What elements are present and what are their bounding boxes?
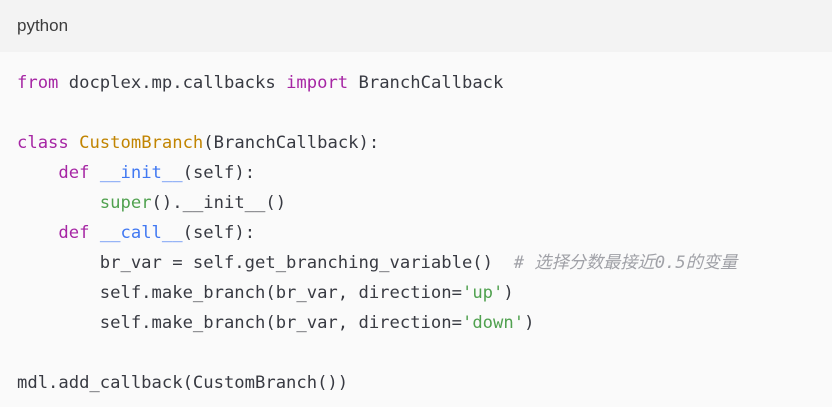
code-token: docplex.mp.callbacks [58,73,287,93]
code-token: __init__ [99,163,183,183]
code-token: 'down' [461,313,525,333]
code-token: BranchCallback [348,73,504,93]
code-token: # 选择分数最接近0.5的变量 [513,253,738,273]
code-token: br_var = self.get_branching_variable() [17,253,514,273]
code-token [89,223,99,243]
code-token: (BranchCallback): [203,133,380,153]
code-line: super().__init__() [17,188,832,218]
code-token [17,163,58,183]
code-token: 'up' [461,283,504,303]
code-token: __call__ [99,223,183,243]
code-token [69,133,79,153]
code-line: def __init__(self): [17,158,832,188]
code-token: ) [503,283,514,303]
code-token: super [99,193,152,213]
code-token: self.make_branch(br_var, direction= [17,313,462,333]
code-line: br_var = self.get_branching_variable() #… [17,248,832,278]
code-token [17,193,100,213]
code-token: ().__init__() [151,193,287,213]
code-token: class [17,133,69,153]
code-line: class CustomBranch(BranchCallback): [17,128,832,158]
code-token: (self): [182,163,256,183]
code-line: mdl.add_callback(CustomBranch()) [17,368,832,398]
code-token: def [58,223,90,243]
code-token [17,223,58,243]
code-token: ) [524,313,535,333]
code-token: (self): [182,223,256,243]
code-line [17,338,832,368]
code-token: self.make_branch(br_var, direction= [17,283,462,303]
code-line: from docplex.mp.callbacks import BranchC… [17,68,832,98]
code-body[interactable]: from docplex.mp.callbacks import BranchC… [0,52,832,398]
code-line: self.make_branch(br_var, direction='up') [17,278,832,308]
code-line: def __call__(self): [17,218,832,248]
code-token: CustomBranch [79,133,204,153]
code-token: import [286,73,349,93]
code-line [17,98,832,128]
code-token: from [17,73,59,93]
code-token: mdl.add_callback(CustomBranch()) [17,373,349,393]
code-token: def [58,163,90,183]
language-label: python [17,16,69,35]
code-block-header: python [0,0,832,52]
code-line: self.make_branch(br_var, direction='down… [17,308,832,338]
code-token [89,163,99,183]
